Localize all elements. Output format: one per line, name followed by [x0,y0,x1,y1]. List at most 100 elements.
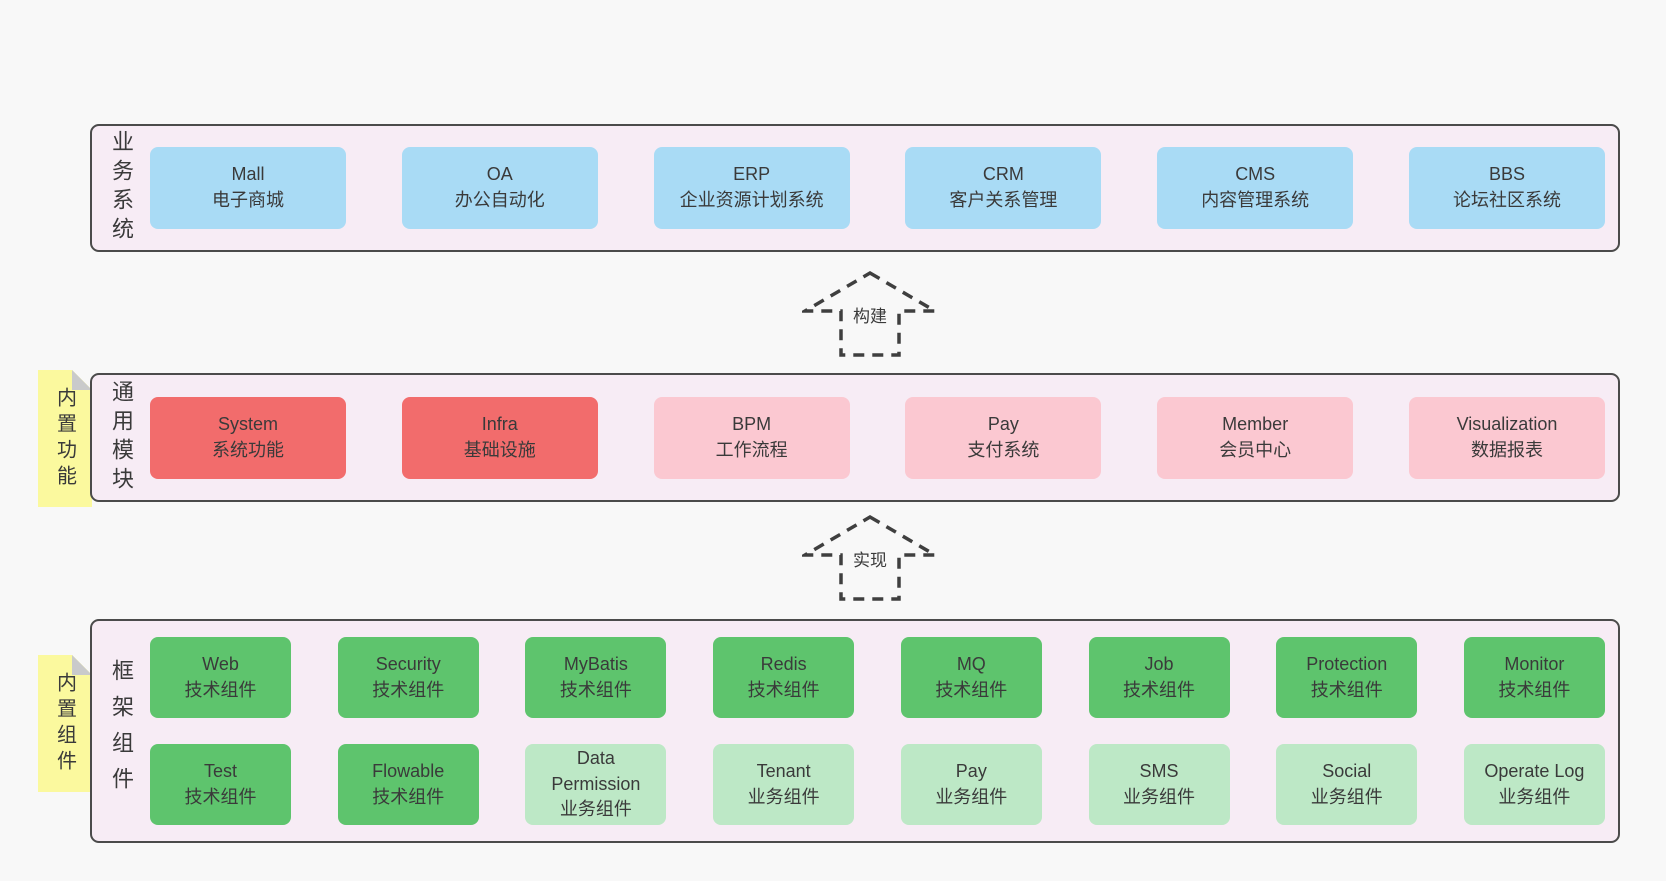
box-mq: MQ 技术组件 [900,637,1042,718]
box-title: Infra [481,413,518,434]
box-title: Pay [987,413,1019,434]
box-subtitle: 业务组件 [1498,786,1571,807]
box-title: Operate Log [1484,760,1585,781]
box-social: Social 业务组件 [1276,744,1418,825]
box-title: Test [203,760,237,781]
band-common-modules-label-col: 通用模块 [92,375,150,500]
box-title: Social [1322,760,1372,781]
tag-built-in-components-label: 内置组件 [53,671,76,776]
box-redis: Redis 技术组件 [713,637,855,718]
common-modules-boxes: System 系统功能 Infra 基础设施 BPM 工作流程 Pay 支付系统… [150,375,1618,500]
box-test: Test 技术组件 [150,744,291,825]
box-cms: CMS 内容管理系统 [1157,147,1354,229]
box-subtitle: 业务组件 [747,786,820,807]
band-common-modules: 通用模块 System 系统功能 Infra 基础设施 BPM 工作流程 Pay… [90,373,1620,502]
box-title: OA [486,164,513,185]
box-tenant: Tenant 业务组件 [713,744,855,825]
band-framework-components-label: 框架组件 [109,659,134,803]
box-subtitle: 技术组件 [935,679,1008,700]
box-title: Protection [1306,653,1388,674]
box-subtitle: 技术组件 [1498,679,1571,700]
box-title: Pay [955,760,987,781]
box-title: Visualization [1456,413,1558,434]
box-oa: OA 办公自动化 [401,147,598,229]
box-crm: CRM 客户关系管理 [905,147,1102,229]
box-web: Web 技术组件 [150,637,291,718]
box-sms: SMS 业务组件 [1088,744,1230,825]
box-title: Web [202,653,239,674]
box-subtitle: 系统功能 [212,439,284,460]
box-subtitle: 业务组件 [1123,786,1196,807]
box-title: Mall [231,164,265,185]
box-system: System 系统功能 [150,396,346,479]
box-subtitle: 数据报表 [1470,439,1543,460]
box-subtitle: 会员中心 [1219,439,1292,460]
tag-built-in-features: 内置功能 [38,370,92,507]
box-subtitle: 技术组件 [372,679,445,700]
box-title: MQ [956,653,986,674]
box-title: Job [1144,653,1174,674]
box-pay-module: Pay 支付系统 [905,396,1102,479]
framework-components-row-2: Test 技术组件 Flowable 技术组件 Data Permission … [150,744,1605,825]
framework-components-rows: Web 技术组件 Security 技术组件 MyBatis 技术组件 Redi… [150,621,1618,841]
box-subtitle: 办公自动化 [454,190,545,210]
arrow-implement: 实现 [802,514,938,602]
box-subtitle: 基础设施 [463,439,536,460]
box-mybatis: MyBatis 技术组件 [525,637,667,718]
box-title: Tenant [756,760,811,781]
business-systems-boxes: Mall 电子商城 OA 办公自动化 ERP 企业资源计划系统 CRM 客户关系… [150,126,1618,250]
box-subtitle: 技术组件 [1123,679,1196,700]
box-title: CRM [982,164,1024,185]
box-title: BBS [1488,164,1525,185]
box-infra: Infra 基础设施 [401,396,598,479]
box-protection: Protection 技术组件 [1276,637,1418,718]
box-title: BPM [732,413,772,434]
box-subtitle: 技术组件 [747,679,820,700]
box-data-permission: Data Permission 业务组件 [525,744,667,825]
box-subtitle: 业务组件 [1310,786,1383,807]
box-title: Data Permission [551,748,641,794]
tag-built-in-features-label: 内置功能 [53,386,76,491]
box-title: MyBatis [563,653,628,674]
framework-components-row-1: Web 技术组件 Security 技术组件 MyBatis 技术组件 Redi… [150,637,1605,718]
band-business-systems-label: 业务系统 [109,130,134,246]
box-subtitle: 技术组件 [184,786,257,807]
box-subtitle: 工作流程 [715,439,788,460]
box-title: Monitor [1504,653,1565,674]
arrow-build: 构建 [802,270,938,358]
box-subtitle: 内容管理系统 [1201,190,1310,210]
box-title: Flowable [372,760,445,781]
box-title: Member [1222,413,1289,434]
box-job: Job 技术组件 [1088,637,1230,718]
box-security: Security 技术组件 [337,637,479,718]
tag-built-in-components: 内置组件 [38,655,92,792]
box-title: System [217,413,278,434]
box-erp: ERP 企业资源计划系统 [653,147,850,229]
box-bbs: BBS 论坛社区系统 [1408,147,1605,229]
arrow-implement-label: 实现 [850,546,890,571]
box-title: CMS [1235,164,1276,185]
box-subtitle: 技术组件 [184,679,257,700]
box-title: SMS [1139,760,1179,781]
box-subtitle: 技术组件 [559,679,632,700]
arrow-up-icon [802,514,938,601]
box-visualization: Visualization 数据报表 [1408,396,1605,479]
box-subtitle: 论坛社区系统 [1452,190,1561,210]
box-subtitle: 客户关系管理 [949,190,1058,210]
box-bpm: BPM 工作流程 [653,396,850,479]
box-subtitle: 技术组件 [372,786,445,807]
box-subtitle: 支付系统 [967,439,1040,460]
band-business-systems: 业务系统 Mall 电子商城 OA 办公自动化 ERP 企业资源计划系统 CRM… [90,124,1620,252]
band-common-modules-label: 通用模块 [109,379,134,496]
box-title: Security [375,653,441,674]
box-member: Member 会员中心 [1157,396,1354,479]
box-subtitle: 电子商城 [212,190,284,210]
band-business-systems-label-col: 业务系统 [92,126,150,250]
band-framework-components: 框架组件 Web 技术组件 Security 技术组件 MyBatis 技术组件… [90,619,1620,843]
arrow-up-icon [802,270,938,357]
box-mall: Mall 电子商城 [150,147,346,229]
box-monitor: Monitor 技术组件 [1463,637,1605,718]
arrow-build-label: 构建 [850,302,890,327]
box-title: Redis [760,653,807,674]
box-subtitle: 业务组件 [559,799,632,820]
